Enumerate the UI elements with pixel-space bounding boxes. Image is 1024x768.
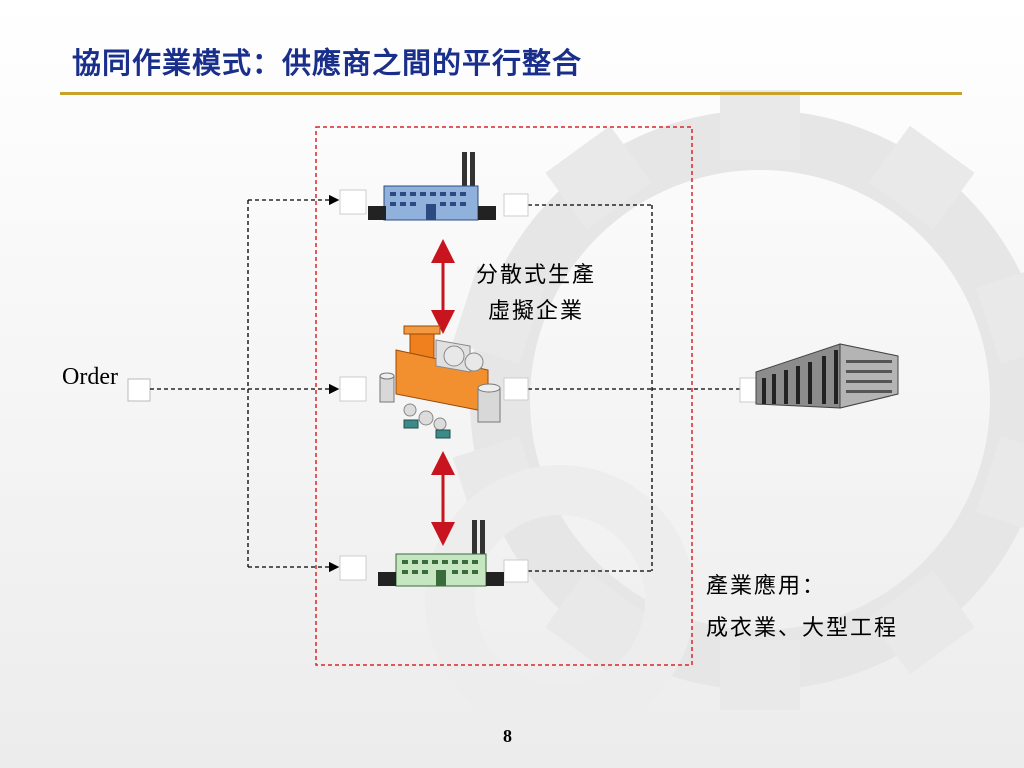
title-divider <box>60 92 962 95</box>
order-label: Order <box>62 364 118 390</box>
gray-office-building-icon <box>755 343 899 409</box>
slide-title: 協同作業模式：供應商之間的平行整合 <box>72 46 583 80</box>
order-port <box>127 378 151 402</box>
virtual-enterprise-boundary <box>315 126 693 666</box>
page-number: 8 <box>503 726 512 746</box>
top-input-port <box>339 189 367 215</box>
green-factory-icon <box>378 520 504 587</box>
bottom-output-port <box>503 559 529 583</box>
middle-output-port <box>503 377 529 401</box>
orange-plant-icon <box>379 325 501 439</box>
industry-heading: 產業應用： <box>706 574 827 599</box>
industry-examples: 成衣業、大型工程 <box>706 616 899 641</box>
virtual-enterprise-line1: 分散式生產 <box>476 263 597 288</box>
order-flow-lines <box>150 194 340 573</box>
middle-input-port <box>339 376 367 402</box>
blue-factory-icon <box>368 152 496 221</box>
virtual-enterprise-line2: 虛擬企業 <box>488 299 585 324</box>
industry-application-note: 產業應用： 成衣業、大型工程 <box>706 566 898 650</box>
virtual-enterprise-label: 分散式生產 虛擬企業 <box>476 258 596 330</box>
delivery-flow-lines <box>528 204 756 572</box>
bottom-input-port <box>339 555 367 581</box>
top-output-port <box>503 193 529 217</box>
